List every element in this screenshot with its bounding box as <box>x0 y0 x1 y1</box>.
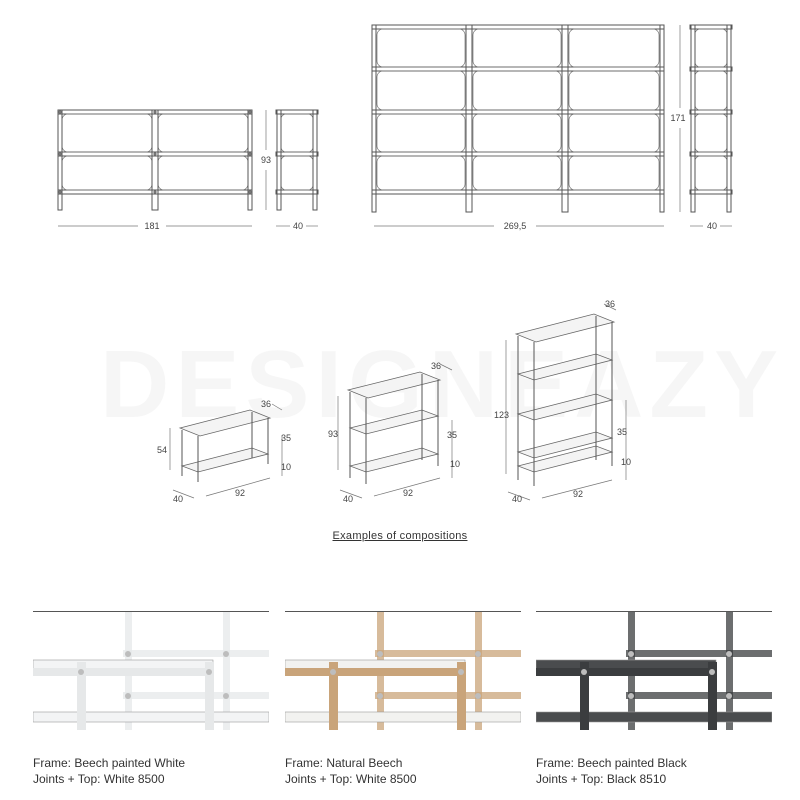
comp2-foot: 10 <box>450 459 460 469</box>
comp1-foot: 10 <box>281 462 291 472</box>
comp2-shelf-gap: 35 <box>447 430 457 440</box>
comp3-depth: 40 <box>512 494 522 504</box>
finish-black-joints: Joints + Top: Black 8510 <box>536 772 667 786</box>
comp1-shelf-gap: 35 <box>281 433 291 443</box>
comp1-width: 92 <box>235 488 245 498</box>
dim-tall-width: 269,5 <box>504 221 527 231</box>
composition-small <box>169 403 283 499</box>
dim-wide-depth: 40 <box>293 221 303 231</box>
finish-black-frame: Frame: Beech painted Black <box>536 756 687 770</box>
comp1-height: 54 <box>157 445 167 455</box>
technical-drawings: 181 93 40 <box>57 24 733 504</box>
finish-black-label: Frame: Beech painted Black Joints + Top:… <box>536 755 776 787</box>
finish-white-joints: Joints + Top: White 8500 <box>33 772 165 786</box>
finish-white-label: Frame: Beech painted White Joints + Top:… <box>33 755 273 787</box>
comp2-width: 92 <box>403 488 413 498</box>
dim-tall-depth: 40 <box>707 221 717 231</box>
dim-tall-height: 171 <box>670 113 685 123</box>
finish-natural-joints: Joints + Top: White 8500 <box>285 772 417 786</box>
comp2-depth: 40 <box>343 494 353 504</box>
comp3-width: 92 <box>573 489 583 499</box>
finish-natural-label: Frame: Natural Beech Joints + Top: White… <box>285 755 525 787</box>
finish-natural-frame: Frame: Natural Beech <box>285 756 403 770</box>
compositions-caption: Examples of compositions <box>0 530 800 542</box>
comp3-top-depth: 36 <box>605 299 615 309</box>
comp2-height: 93 <box>328 429 338 439</box>
composition-medium <box>337 363 453 499</box>
unit-wide-side <box>275 109 319 227</box>
unit-tall-front <box>371 24 681 227</box>
finish-black-photo <box>536 612 772 730</box>
swatch-divider-3 <box>536 611 772 612</box>
dim-wide-height: 93 <box>261 155 271 165</box>
swatch-divider-1 <box>33 611 269 612</box>
comp2-top-depth: 36 <box>431 361 441 371</box>
comp3-shelf-gap: 35 <box>617 427 627 437</box>
finish-natural-photo <box>285 612 521 730</box>
comp1-top-depth: 36 <box>261 399 271 409</box>
comp3-foot: 10 <box>621 457 631 467</box>
unit-wide-front <box>57 109 267 227</box>
comp1-depth: 40 <box>173 494 183 504</box>
caption-text: Examples of compositions <box>332 530 468 542</box>
dim-wide-width: 181 <box>144 221 159 231</box>
swatch-divider-2 <box>285 611 521 612</box>
finish-white-photo <box>33 612 269 730</box>
composition-tall <box>505 303 627 501</box>
comp3-height: 123 <box>494 410 509 420</box>
finish-white-frame: Frame: Beech painted White <box>33 756 186 770</box>
unit-tall-side <box>689 24 733 227</box>
